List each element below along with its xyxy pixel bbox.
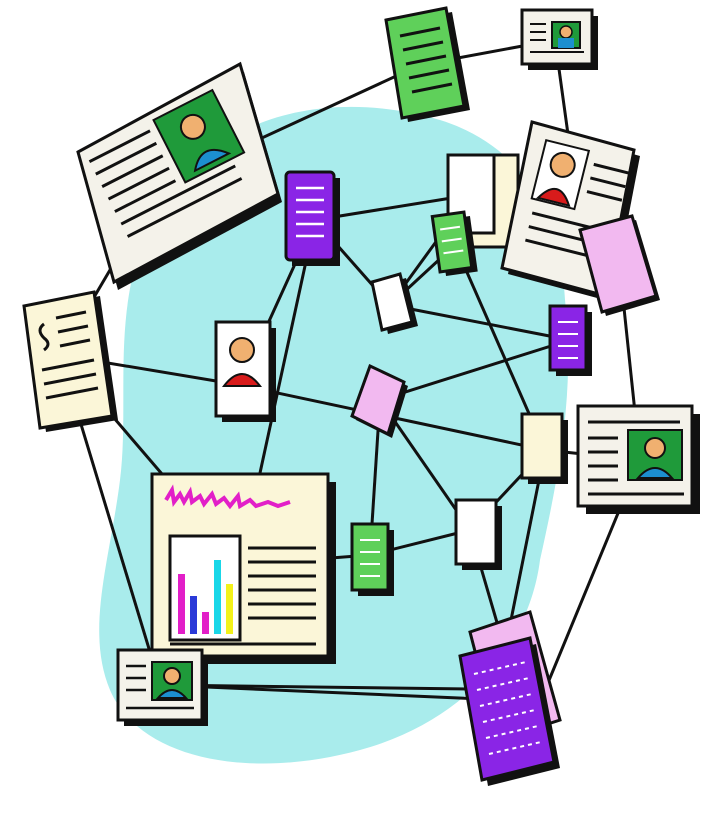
form-document-left — [22, 290, 118, 432]
mini-bar-chart — [178, 560, 233, 634]
small-newspaper-bottom-left — [116, 648, 208, 726]
purple-document — [284, 170, 340, 266]
bar-yellow — [226, 584, 233, 634]
bar-magenta — [178, 574, 185, 634]
newspaper-document-right — [576, 404, 700, 514]
bar-magenta-2 — [202, 612, 209, 634]
green-document-top — [384, 6, 470, 122]
green-card-lower-center — [350, 522, 394, 596]
white-card-center — [370, 272, 418, 334]
pink-card-right — [578, 214, 660, 316]
newspaper-document-large — [76, 61, 282, 290]
profile-card-center-left — [214, 320, 276, 422]
purple-card-right — [548, 304, 592, 376]
pink-card-center — [350, 363, 408, 438]
green-card-center — [430, 210, 478, 276]
white-card-lower-center — [454, 498, 502, 570]
bar-blue — [190, 596, 197, 634]
report-document-with-chart — [150, 472, 336, 664]
cream-card-right-center — [520, 412, 568, 484]
bar-cyan — [214, 560, 221, 634]
small-photo-document-top-right — [520, 8, 598, 70]
document-stack-bottom-right — [458, 610, 562, 786]
headline-scribble — [164, 484, 291, 510]
